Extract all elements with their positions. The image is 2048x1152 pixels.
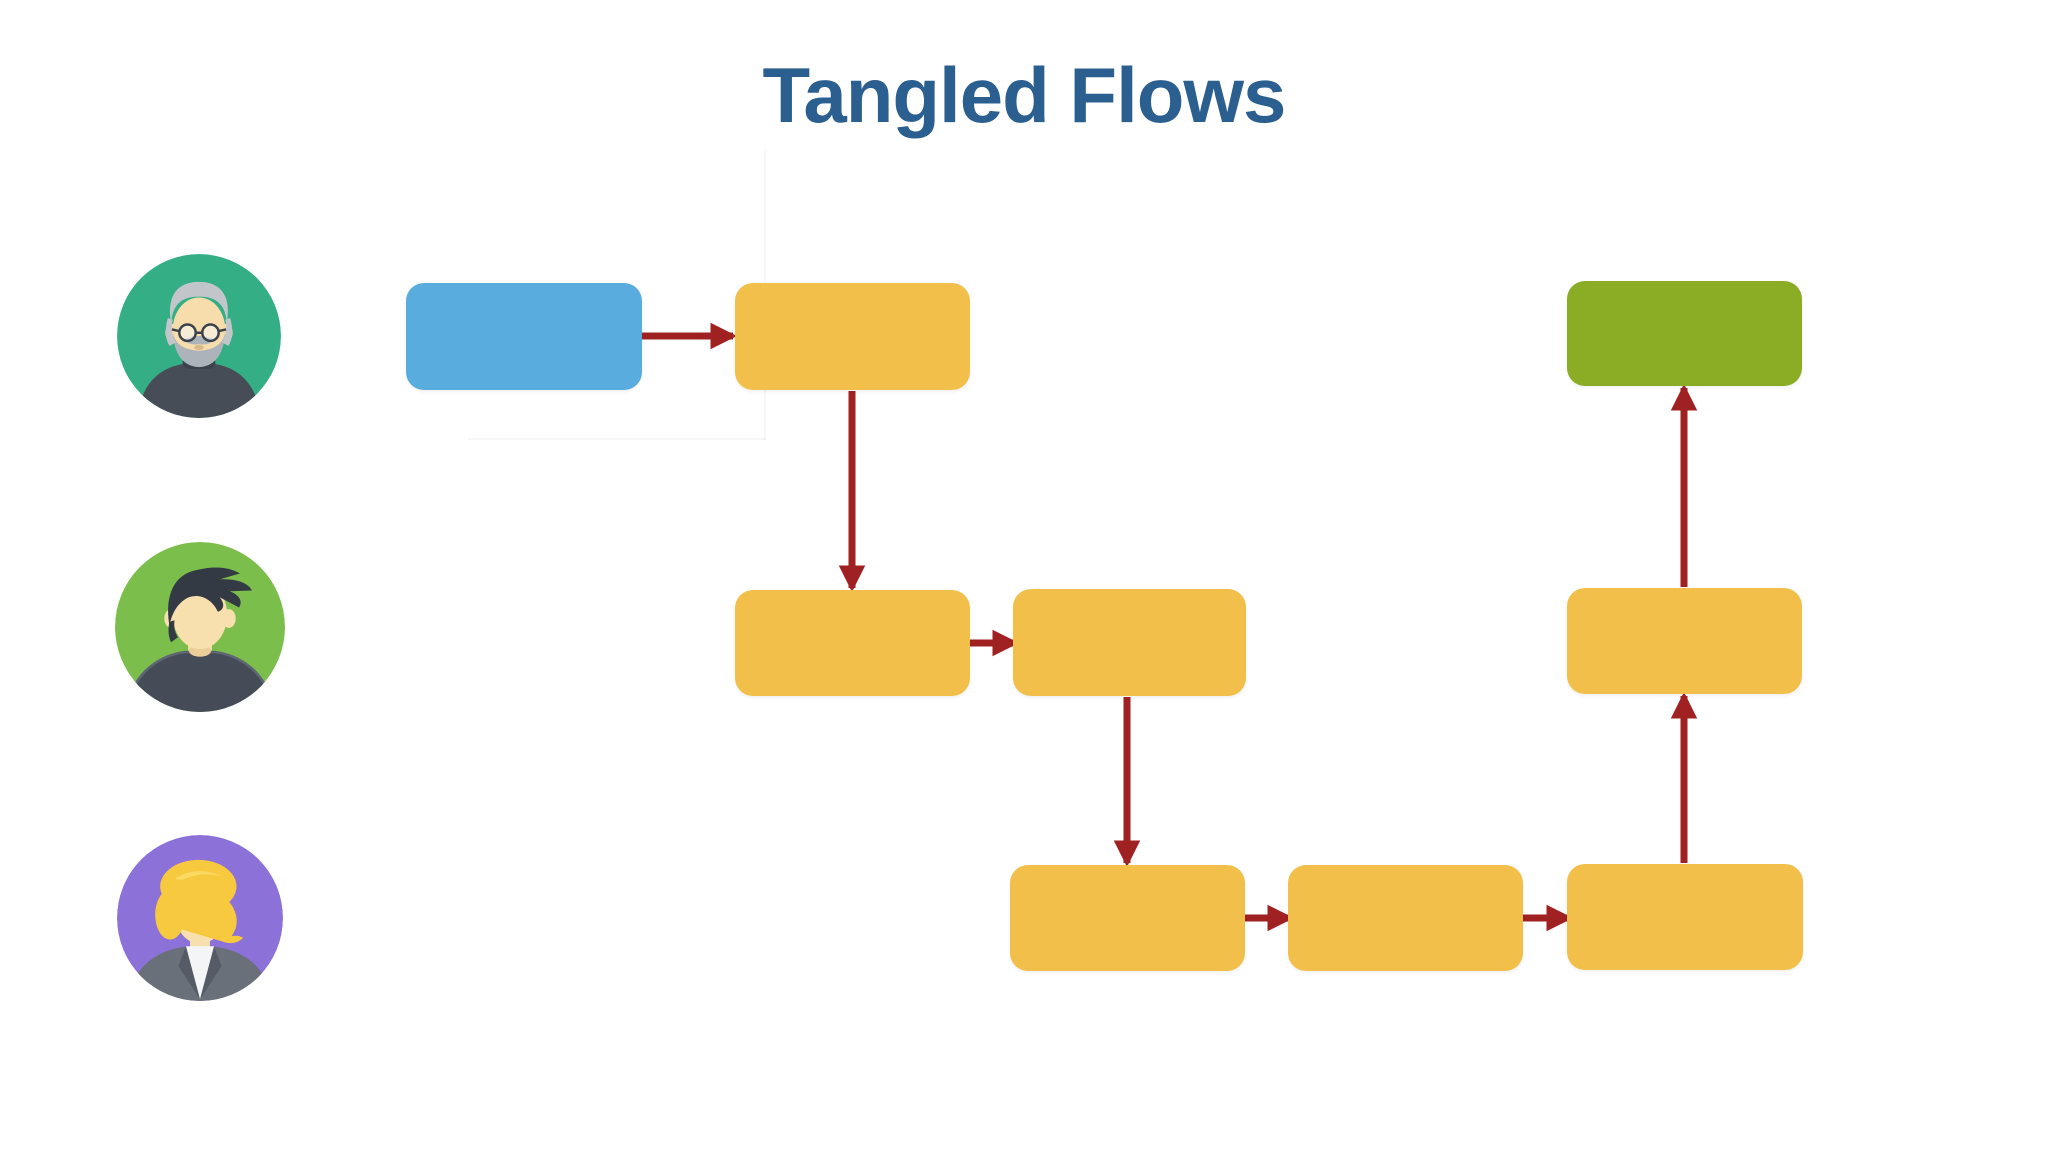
avatar-young-man-icon — [115, 542, 285, 712]
flow-node-end — [1567, 281, 1802, 386]
flow-node-step-7 — [1567, 588, 1802, 694]
avatar-young-man — [115, 542, 285, 712]
avatar-woman-icon — [117, 835, 283, 1001]
avatar-woman — [117, 835, 283, 1001]
avatar-senior-man-icon — [117, 254, 281, 418]
slide-title: Tangled Flows — [762, 51, 1287, 139]
flow-node-step-3 — [1013, 589, 1246, 696]
flow-node-start — [406, 283, 642, 390]
flow-node-step-4 — [1010, 865, 1245, 971]
flow-node-step-1 — [735, 283, 970, 390]
flow-node-step-2 — [735, 590, 970, 696]
flow-node-step-5 — [1288, 865, 1523, 971]
flow-node-step-6 — [1567, 864, 1803, 970]
avatar-senior-man — [117, 254, 281, 418]
